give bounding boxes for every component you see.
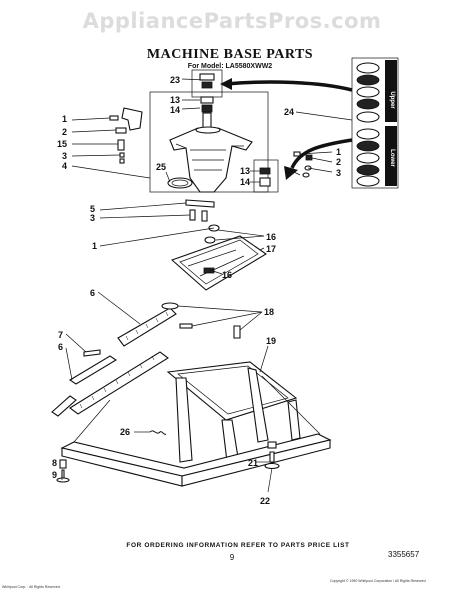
pointer-arrow-lower	[290, 138, 353, 169]
callout-6-upper: 6	[90, 288, 95, 298]
clip-parts[interactable]	[185, 199, 215, 222]
lower-label: Lower	[389, 149, 395, 167]
left-bracket-parts[interactable]	[109, 107, 143, 164]
pad-parts[interactable]	[161, 302, 241, 339]
document-number: 3355657	[388, 550, 420, 559]
drain-hose-clip[interactable]	[149, 430, 167, 435]
right-bearing-assembly[interactable]	[253, 159, 279, 193]
upper-label: Upper	[389, 91, 395, 109]
bearing-inset: Upper Lower	[351, 57, 399, 189]
callout-2-left: 2	[62, 127, 67, 137]
callout-23: 23	[170, 75, 180, 85]
callout-5: 5	[90, 204, 95, 214]
callout-22: 22	[260, 496, 270, 506]
base-frame[interactable]	[60, 361, 332, 487]
callout-21: 21	[248, 458, 258, 468]
leveling-feet[interactable]	[56, 441, 280, 483]
callout-13-upper: 13	[170, 95, 180, 105]
callout-6-lower: 6	[58, 342, 63, 352]
leader-lines	[61, 78, 353, 493]
callout-9: 9	[52, 470, 57, 480]
callout-16-plate: 16	[222, 270, 232, 280]
pointer-arrow-upper	[225, 80, 353, 92]
callout-24: 24	[284, 107, 294, 117]
callout-numbers: 23 13 14 24 1 2 15 3 4 25 13 14 1 2 3 5 …	[52, 75, 341, 506]
drive-hub-assembly[interactable]	[149, 69, 269, 193]
lower-brace[interactable]	[51, 349, 169, 417]
model-line: For Model: LA5580XWW2	[188, 63, 273, 70]
diagram-title: MACHINE BASE PARTS	[147, 47, 313, 62]
callout-2-right: 2	[336, 157, 341, 167]
ordering-note: FOR ORDERING INFORMATION REFER TO PARTS …	[126, 542, 349, 549]
callout-14-upper: 14	[170, 105, 180, 115]
copyright-left: Whirlpool Corp. · All Rights Reserved	[2, 585, 60, 589]
callout-1-right: 1	[336, 147, 341, 157]
upper-brace[interactable]	[117, 307, 177, 347]
callout-13-lower: 13	[240, 166, 250, 176]
callout-1-left: 1	[62, 114, 67, 124]
callout-25: 25	[156, 162, 166, 172]
callout-1-plate: 1	[92, 241, 97, 251]
callout-19: 19	[266, 336, 276, 346]
callout-14-lower: 14	[240, 177, 250, 187]
callout-4: 4	[62, 161, 67, 171]
callout-3-clip: 3	[90, 213, 95, 223]
page-number: 9	[230, 553, 235, 562]
right-side-small-parts[interactable]	[289, 151, 313, 178]
watermark-text: AppliancePartsPros.com	[83, 9, 382, 33]
callout-8: 8	[52, 458, 57, 468]
arrow-head-lower	[284, 166, 298, 180]
callout-3-right: 3	[336, 168, 341, 178]
callout-18: 18	[264, 307, 274, 317]
callout-16-top: 16	[266, 232, 276, 242]
callout-17: 17	[266, 244, 276, 254]
motor-mount-plate[interactable]	[170, 224, 268, 291]
arrow-head-upper	[220, 78, 232, 90]
callout-26: 26	[120, 427, 130, 437]
copyright-right: Copyright © 1990 Whirlpool Corporation /…	[330, 579, 426, 583]
callout-7: 7	[58, 330, 63, 340]
callout-3-left: 3	[62, 151, 67, 161]
callout-15: 15	[57, 139, 67, 149]
